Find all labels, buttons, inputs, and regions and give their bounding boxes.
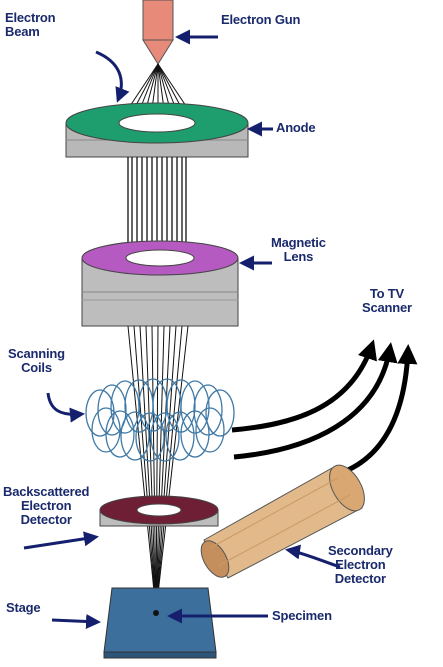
label-anode: Anode (276, 121, 315, 135)
label-electron-beam-line-1: Electron (5, 11, 55, 25)
label-magnetic-lens-line-2: Lens (271, 250, 326, 264)
label-secondary-line-3: Detector (328, 572, 393, 586)
label-to-tv-scanner: To TV Scanner (362, 287, 412, 315)
label-secondary-line-1: Secondary (328, 544, 393, 558)
label-backscattered-line-2: Electron (3, 499, 89, 513)
signal-arrows (232, 345, 408, 470)
label-electron-beam: Electron Beam (5, 11, 55, 39)
backscattered-detector (100, 496, 218, 526)
label-stage: Stage (6, 601, 40, 615)
label-to-tv-scanner-line-2: Scanner (362, 301, 412, 315)
label-electron-beam-line-2: Beam (5, 25, 55, 39)
label-backscattered-line-3: Detector (3, 513, 89, 527)
label-secondary-detector: Secondary Electron Detector (328, 544, 393, 586)
label-backscattered-line-1: Backscattered (3, 485, 89, 499)
label-scanning-coils-line-2: Coils (8, 361, 65, 375)
label-electron-gun: Electron Gun (221, 13, 300, 27)
electron-gun (143, 0, 173, 64)
specimen-dot (153, 610, 159, 616)
label-magnetic-lens: Magnetic Lens (271, 236, 326, 264)
label-magnetic-lens-line-1: Magnetic (271, 236, 326, 250)
beam-lower (128, 326, 188, 612)
anode (66, 103, 248, 157)
label-backscattered-detector: Backscattered Electron Detector (3, 485, 89, 527)
label-to-tv-scanner-line-1: To TV (362, 287, 412, 301)
stage (104, 588, 216, 658)
magnetic-lens (82, 241, 238, 326)
label-secondary-line-2: Electron (328, 558, 393, 572)
scanning-coils (86, 379, 234, 461)
label-scanning-coils-line-1: Scanning (8, 347, 65, 361)
label-specimen: Specimen (272, 609, 332, 623)
label-scanning-coils: Scanning Coils (8, 347, 65, 375)
